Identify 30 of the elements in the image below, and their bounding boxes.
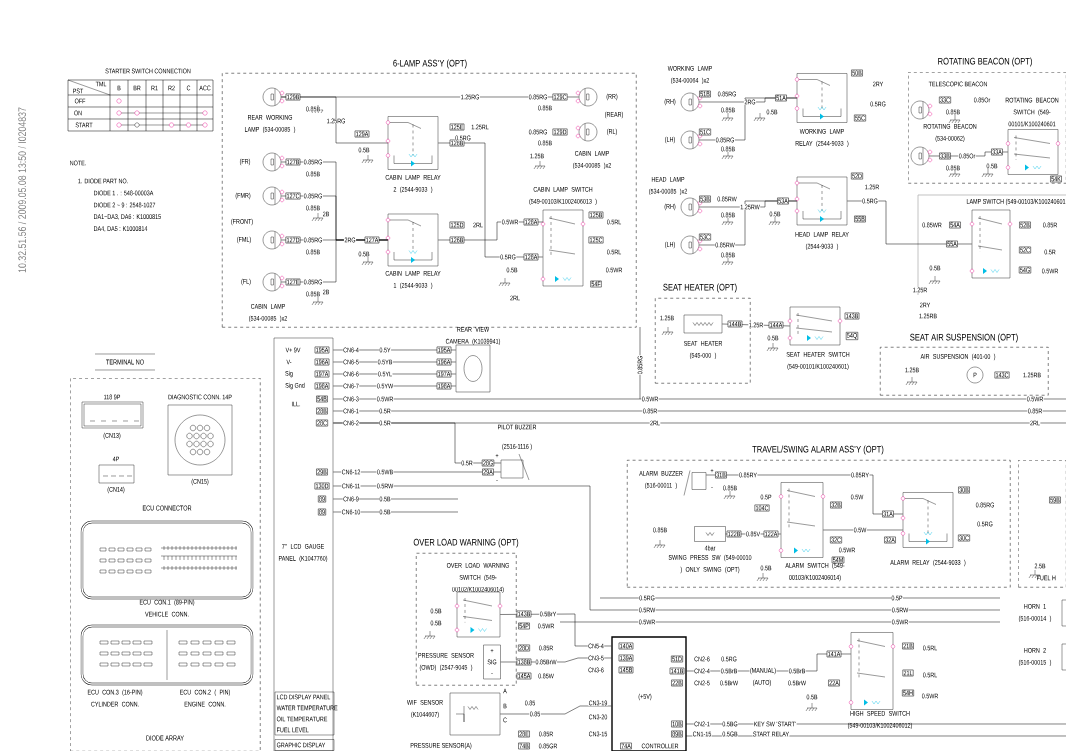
node-label: 6-LAMP ASS'Y (OPT) [393,59,467,69]
node-label: TRAVEL/SWING ALARM ASS'Y (OPT) [752,445,884,455]
wire [721,323,791,327]
wire [332,511,459,513]
wire [280,96,580,98]
wire [705,474,904,515]
wire [332,398,1066,400]
wire [332,410,1066,412]
wire [499,613,612,647]
node-label: SEAT AIR SUSPENSION (OPT) [910,333,1018,343]
wire [332,361,457,363]
wire [332,485,1001,611]
wire [332,385,457,387]
wire [698,97,798,141]
node-label: SEAT HEATER (OPT) [663,283,737,293]
wire [698,200,798,246]
wire [822,529,904,531]
wire [332,349,457,351]
wire [332,422,1066,424]
wire [928,151,1009,157]
timestamp: 10.32.51.56 / 2009.05.08 13:50 / I0204837 [18,107,27,273]
wire [332,498,459,500]
node-label: ROTATING BEACON (OPT) [938,57,1032,67]
wire [437,142,544,258]
wire [499,705,612,715]
wire [846,200,973,245]
wire [437,221,544,241]
node-label: OVER LOAD WARNING (OPT) [413,538,519,548]
wire [332,373,457,375]
wire [332,471,502,473]
